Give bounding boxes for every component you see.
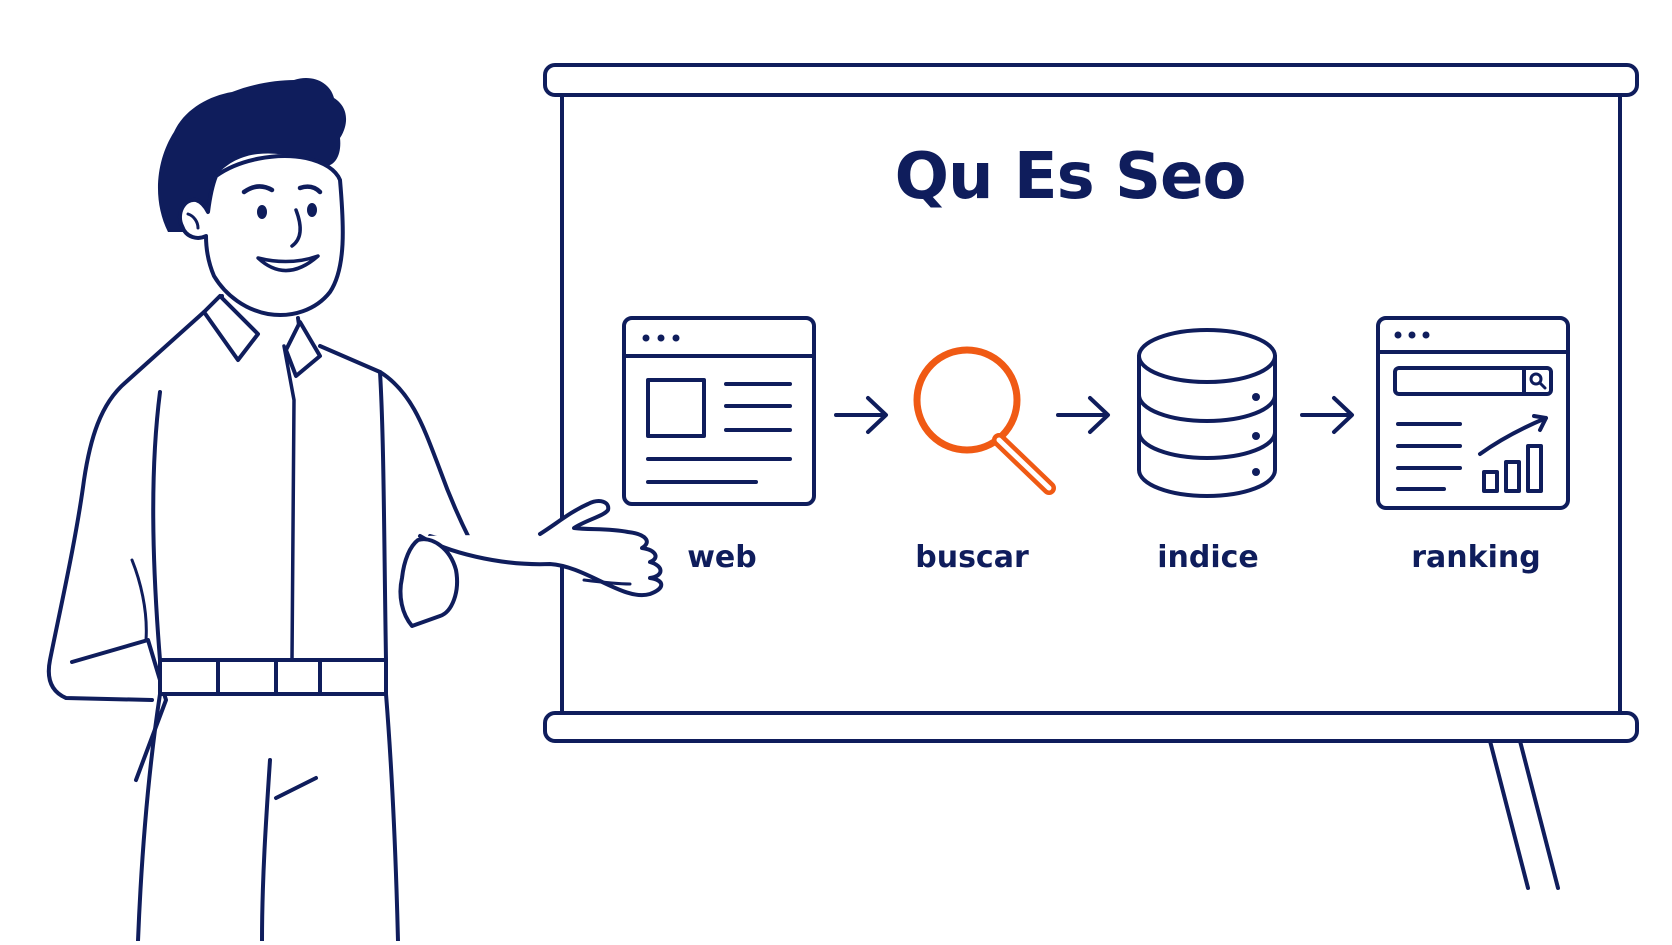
magnifier-icon	[913, 346, 1056, 495]
step-label-web: web	[687, 540, 757, 575]
step-label-indice: indice	[1157, 540, 1259, 575]
browser-window-icon	[622, 316, 816, 506]
presenter-face	[177, 154, 345, 317]
screen-bottom-bar	[543, 711, 1639, 743]
arrow-right-icon	[1300, 396, 1354, 434]
tripod-leg	[1488, 739, 1560, 890]
step-label-buscar: buscar	[915, 540, 1029, 575]
presenter-pants	[136, 692, 400, 943]
presenter-cuff	[398, 537, 459, 628]
presenter-hand	[418, 499, 664, 598]
screen-top-bar	[543, 63, 1639, 97]
step-label-ranking: ranking	[1411, 540, 1541, 575]
search-results-chart-icon	[1376, 316, 1570, 510]
slide-title: Qu Es Seo	[894, 140, 1247, 214]
arrow-right-icon	[834, 396, 888, 434]
presenter-hair	[157, 78, 347, 232]
presenter-illustration	[46, 78, 664, 943]
database-icon	[1137, 328, 1277, 498]
presenter-belt	[158, 658, 388, 696]
presenter-shirt	[46, 310, 472, 702]
arrow-right-icon	[1056, 396, 1110, 434]
